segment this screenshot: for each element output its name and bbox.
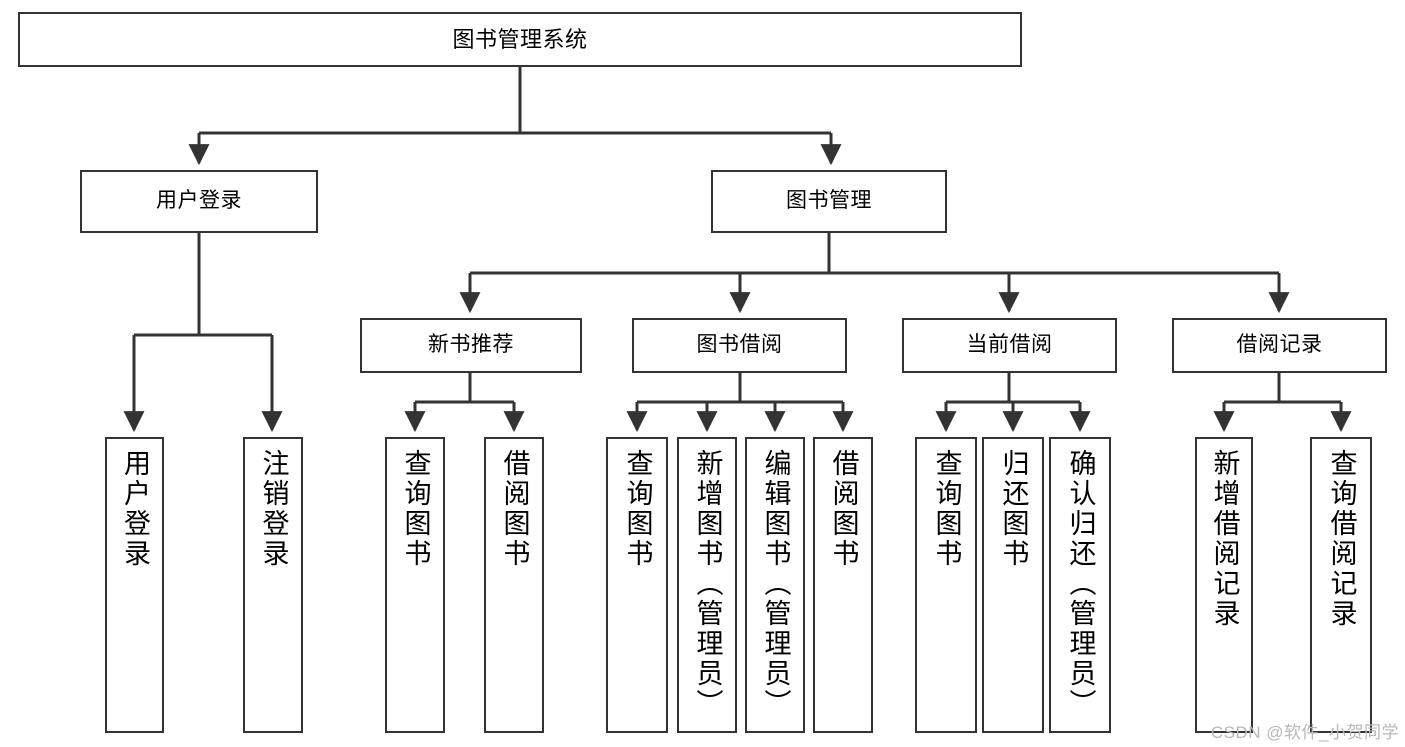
leaf-edit-book-admin[interactable]: 编辑图书（管理员）: [745, 437, 805, 733]
node-book-borrow[interactable]: 图书借阅: [632, 318, 847, 373]
node-current-borrow[interactable]: 当前借阅: [902, 318, 1117, 373]
leaf-add-borrow-record-label: 新增借阅记录: [1209, 449, 1240, 629]
node-book-management[interactable]: 图书管理: [711, 170, 947, 233]
node-root-label: 图书管理系统: [452, 26, 588, 52]
node-new-book-recommend[interactable]: 新书推荐: [360, 318, 582, 373]
leaf-borrow-book-recommend[interactable]: 借阅图书: [484, 437, 544, 733]
leaf-query-borrow-record-label: 查询借阅记录: [1326, 449, 1357, 629]
node-book-management-label: 图书管理: [786, 189, 872, 213]
leaf-return-book[interactable]: 归还图书: [982, 437, 1044, 733]
leaf-add-borrow-record[interactable]: 新增借阅记录: [1195, 437, 1253, 733]
watermark: CSDN @软件_小贺同学: [1210, 723, 1399, 742]
leaf-logout[interactable]: 注销登录: [243, 437, 303, 733]
leaf-borrow-book[interactable]: 借阅图书: [813, 437, 873, 733]
leaf-query-borrow-record[interactable]: 查询借阅记录: [1310, 437, 1372, 733]
leaf-confirm-return-admin-label: 确认归还（管理员）: [1065, 449, 1096, 719]
node-user-login-label: 用户登录: [156, 189, 242, 213]
node-current-borrow-label: 当前借阅: [966, 333, 1053, 357]
node-borrow-record[interactable]: 借阅记录: [1172, 318, 1387, 373]
leaf-query-book-current-label: 查询图书: [931, 449, 962, 569]
node-root[interactable]: 图书管理系统: [18, 12, 1022, 67]
leaf-confirm-return-admin[interactable]: 确认归还（管理员）: [1049, 437, 1111, 733]
node-book-borrow-label: 图书借阅: [696, 333, 783, 357]
leaf-user-login-label: 用户登录: [120, 449, 150, 569]
leaf-logout-label: 注销登录: [258, 449, 289, 569]
leaf-query-book-current[interactable]: 查询图书: [915, 437, 977, 733]
leaf-add-book-admin-label: 新增图书（管理员）: [692, 449, 723, 719]
node-user-login[interactable]: 用户登录: [80, 170, 318, 233]
leaf-add-book-admin[interactable]: 新增图书（管理员）: [677, 437, 737, 733]
leaf-query-book-borrow[interactable]: 查询图书: [606, 437, 668, 733]
leaf-query-book-recommend[interactable]: 查询图书: [385, 437, 445, 733]
leaf-edit-book-admin-label: 编辑图书（管理员）: [760, 449, 791, 719]
leaf-return-book-label: 归还图书: [998, 449, 1029, 569]
node-new-book-recommend-label: 新书推荐: [428, 333, 514, 357]
leaf-user-login[interactable]: 用户登录: [105, 437, 164, 733]
leaf-query-book-recommend-label: 查询图书: [400, 449, 431, 569]
leaf-borrow-book-label: 借阅图书: [828, 449, 859, 569]
leaf-borrow-book-recommend-label: 借阅图书: [499, 449, 530, 569]
leaf-query-book-borrow-label: 查询图书: [622, 449, 653, 569]
node-borrow-record-label: 借阅记录: [1236, 333, 1323, 357]
